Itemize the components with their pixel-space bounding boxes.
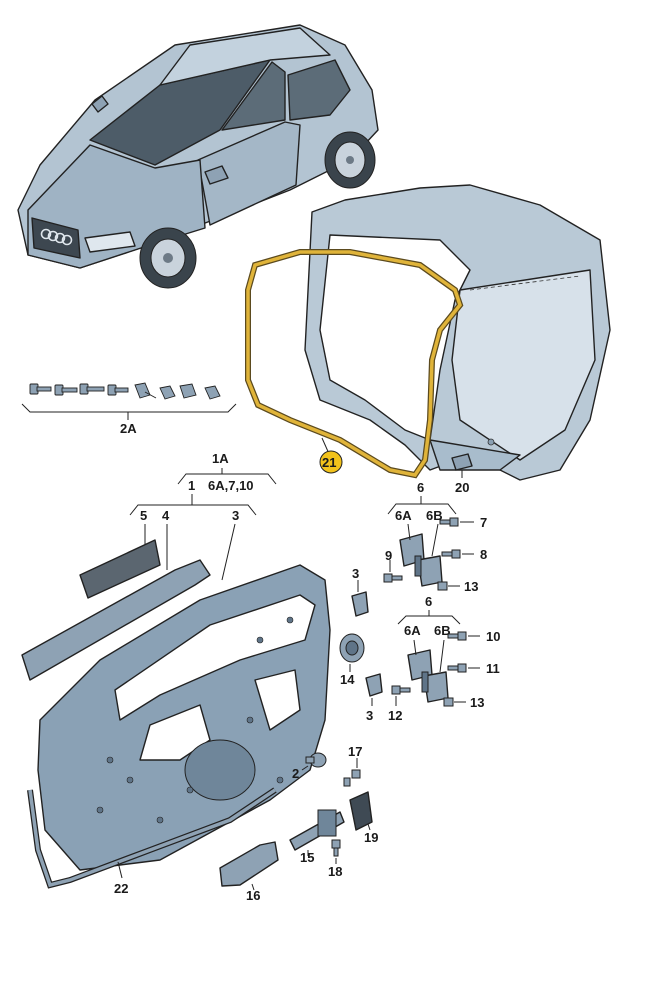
label-8: 8	[480, 547, 487, 562]
screw-icon	[54, 384, 78, 396]
clip-20-icon	[451, 453, 473, 471]
cap-13-top-icon	[437, 581, 448, 591]
rear-wheel	[324, 131, 376, 189]
felt-pad-5	[79, 539, 161, 599]
screw-icon	[29, 383, 52, 395]
bolt-10-icon	[447, 631, 467, 641]
window-strip-4	[21, 559, 211, 681]
label-2: 2	[292, 766, 299, 781]
label-14: 14	[340, 672, 355, 687]
check-strap-15	[289, 809, 345, 851]
label-3-top: 3	[232, 508, 239, 523]
label-20: 20	[455, 480, 469, 495]
body-door-opening	[304, 184, 611, 481]
audi-rings-logo	[40, 228, 73, 246]
label-7: 7	[480, 515, 487, 530]
screw-icon	[79, 383, 105, 395]
callout-21-badge	[319, 450, 343, 474]
bolt-7-icon	[439, 517, 459, 527]
group-1-label: 1	[188, 478, 195, 493]
hinge-top	[399, 533, 443, 587]
group-6b-bottom-label: 6B	[434, 623, 451, 638]
label-5: 5	[140, 508, 147, 523]
label-11: 11	[486, 661, 500, 676]
bolt-9-icon	[383, 573, 403, 583]
label-10: 10	[486, 629, 500, 644]
label-19: 19	[364, 830, 378, 845]
front-wheel	[139, 227, 197, 289]
cap-13-bottom-icon	[443, 697, 454, 707]
label-21: 21	[322, 455, 336, 470]
group-1-sub-label: 6A,7,10	[208, 478, 254, 493]
door-seal	[245, 249, 464, 479]
check-plate-3-bottom-icon	[365, 673, 383, 697]
label-3-bottom: 3	[366, 708, 373, 723]
clip-icon	[179, 383, 197, 399]
group-6a-top-label: 6A	[395, 508, 412, 523]
label-16: 16	[246, 888, 260, 903]
group-6a-bottom-label: 6A	[404, 623, 421, 638]
clip-icon	[159, 385, 176, 400]
label-13-top: 13	[464, 579, 478, 594]
bolt-12-icon	[391, 685, 411, 695]
bolt-8-icon	[441, 549, 461, 559]
group-6-bottom-label: 6	[425, 594, 432, 609]
label-15: 15	[300, 850, 314, 865]
bracket-2a	[21, 403, 237, 413]
part-14-icon	[339, 633, 365, 663]
screw-icon	[107, 384, 129, 396]
buffer-19-icon	[349, 791, 373, 831]
handle-16	[219, 841, 279, 887]
label-13-bottom: 13	[470, 695, 484, 710]
group-2a-label: 2A	[120, 421, 137, 436]
label-17: 17	[348, 744, 362, 759]
group-1a-label: 1A	[212, 451, 229, 466]
clip-icon	[134, 382, 157, 399]
plug-2-icon	[305, 752, 327, 768]
hinge-bottom	[407, 649, 449, 703]
group-6-top-label: 6	[417, 480, 424, 495]
door-shell	[37, 564, 331, 871]
check-plate-3-icon	[351, 591, 369, 617]
bolt-18-icon	[331, 839, 341, 857]
label-22: 22	[114, 881, 128, 896]
fastener-set	[29, 382, 221, 400]
group-6b-top-label: 6B	[426, 508, 443, 523]
label-12: 12	[388, 708, 402, 723]
label-4: 4	[162, 508, 170, 523]
bolt-11-icon	[447, 663, 467, 673]
bolt-17-icon	[343, 769, 361, 787]
clip-icon	[204, 385, 221, 400]
car-illustration	[17, 24, 379, 289]
label-18: 18	[328, 864, 342, 879]
label-3-mid: 3	[352, 566, 359, 581]
label-9: 9	[385, 548, 392, 563]
